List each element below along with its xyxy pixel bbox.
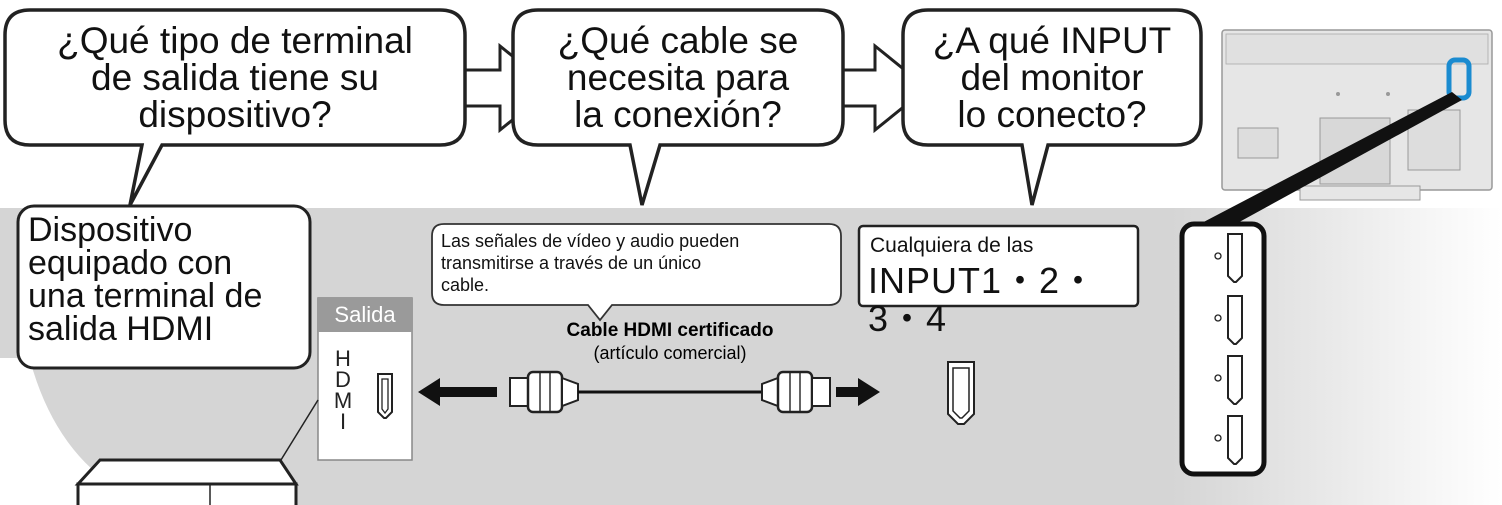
bubble-q2-line2: necesita para <box>566 57 790 98</box>
arrow-left <box>418 378 497 406</box>
bubble-q1-shape <box>3 8 467 206</box>
bubble-q1-line2: de salida tiene su <box>91 57 379 98</box>
salida-leader <box>275 399 319 469</box>
input-box <box>857 224 1140 308</box>
bubble-q3: ¿A qué INPUT del monitor lo conecto? <box>906 22 1198 133</box>
bubble-q2-line3: la conexión? <box>574 94 782 135</box>
bubble-q3-line2: del monitor <box>960 57 1144 98</box>
bubble-q1: ¿Qué tipo de terminal de salida tiene su… <box>10 22 460 133</box>
device-hdmi-port <box>377 373 393 419</box>
device-line1: Dispositivo <box>28 211 193 249</box>
input-list: INPUT1・2・3・4 <box>868 260 1098 339</box>
bubble-q3-line3: lo conecto? <box>957 94 1147 135</box>
hdmi-letter-d: D <box>335 367 351 392</box>
zoom-wedge <box>1196 92 1462 226</box>
device-description: Dispositivo equipado con una terminal de… <box>28 211 304 348</box>
bubble-q2-line1: ¿Qué cable se <box>557 20 799 61</box>
monitor-port-panel-ports <box>1214 233 1243 465</box>
output-device <box>74 458 299 505</box>
bubble-q2: ¿Qué cable se necesita para la conexión? <box>518 22 838 133</box>
tip-bubble-shape <box>431 223 842 322</box>
device-line3: una terminal de <box>28 277 263 315</box>
cable-label: Cable HDMI certificado <box>566 320 774 341</box>
input-intro: Cualquiera de las <box>870 234 1034 257</box>
cable-plug-left <box>509 370 579 414</box>
hdmi-letter-h: H <box>335 346 351 371</box>
bubble-q3-shape <box>901 8 1203 206</box>
bubble-q2-shape <box>511 8 845 206</box>
tip-line2: transmitirse a través de un único <box>441 253 702 273</box>
hdmi-letter-m: M <box>333 388 353 413</box>
bubble-q3-line1: ¿A qué INPUT <box>932 20 1172 61</box>
monitor-hdmi-port <box>947 361 975 425</box>
salida-hdmi-letters: H D M I <box>333 346 353 434</box>
monitor-rear-view <box>1221 29 1493 201</box>
flow-arrow-2 <box>840 42 930 134</box>
device-hdmi-port-inner <box>381 378 389 415</box>
monitor-port-panel <box>1179 221 1267 477</box>
tip-line3: cable. <box>441 275 490 295</box>
salida-label: Salida <box>334 302 396 327</box>
device-line4: salida HDMI <box>28 310 214 348</box>
tip-line1: Las señales de vídeo y audio pueden <box>441 231 740 251</box>
cable-plug-right <box>761 370 831 414</box>
device-line2: equipado con <box>28 244 233 282</box>
device-box <box>16 204 312 370</box>
bubble-q1-line3: dispositivo? <box>138 94 332 135</box>
salida-header <box>318 298 412 332</box>
monitor-hdmi-port-inner <box>952 367 970 419</box>
hdmi-letter-i: I <box>339 409 347 434</box>
cable-sublabel: (artículo comercial) <box>593 343 747 363</box>
bubble-q1-line1: ¿Qué tipo de terminal <box>57 20 413 61</box>
arrow-right <box>836 378 880 406</box>
tip-text: Las señales de vídeo y audio pueden tran… <box>441 230 841 296</box>
